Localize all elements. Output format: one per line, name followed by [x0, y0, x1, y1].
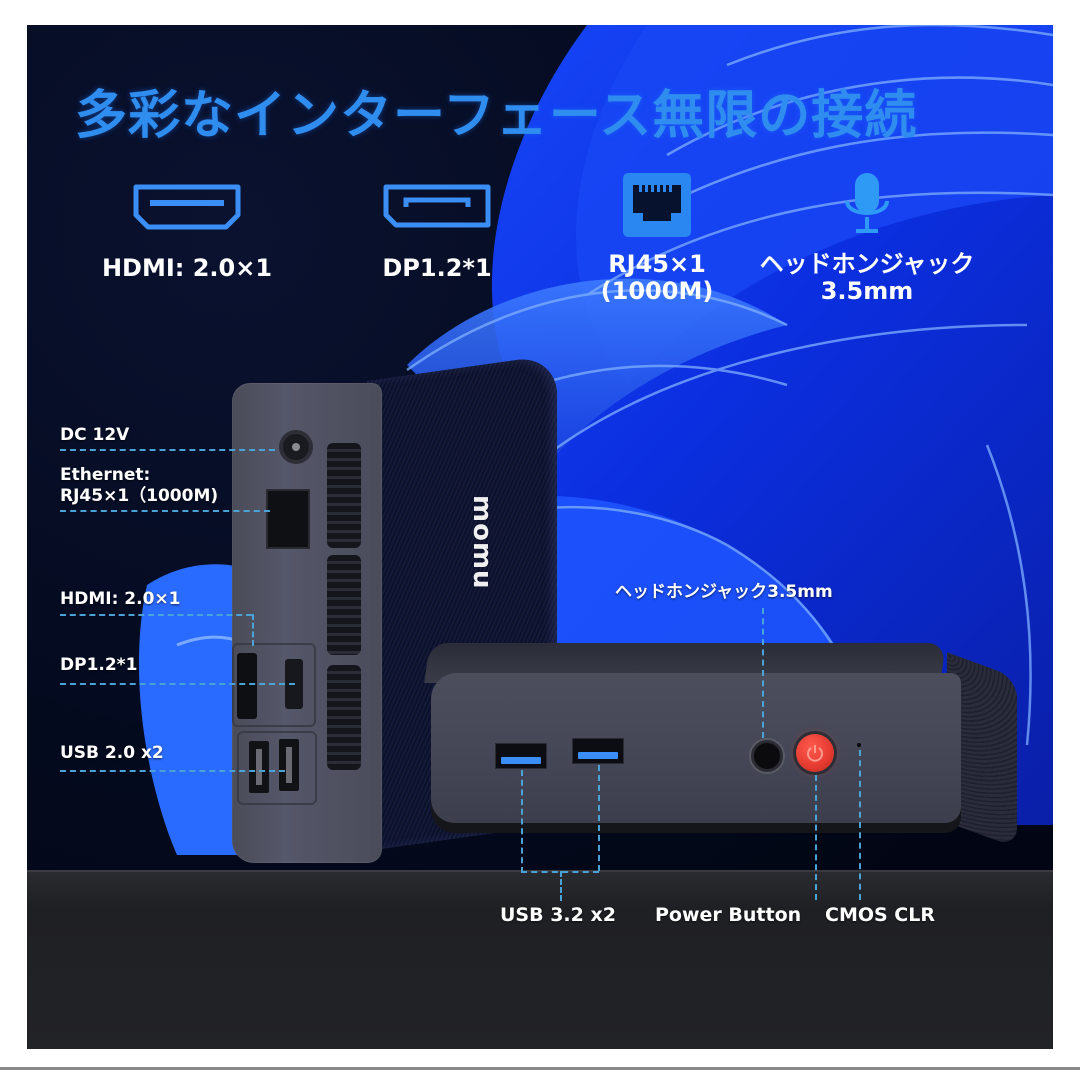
feature-headphone: ヘッドホンジャック 3.5mm — [727, 171, 1007, 305]
headphone-jack — [751, 740, 783, 772]
displayport-port — [237, 653, 257, 719]
callout-line — [598, 765, 600, 871]
callout-line — [60, 614, 252, 616]
usb3-port — [495, 743, 547, 769]
microphone-headphone-icon — [845, 173, 889, 233]
vent-grille — [327, 443, 361, 548]
callout-line — [252, 614, 254, 646]
page-title: 多彩なインターフェース無限の接続 — [75, 86, 918, 146]
callout-cmos-clear: CMOS CLR — [825, 904, 935, 926]
ethernet-rj45-icon — [623, 173, 691, 237]
callout-dc-12v: DC 12V — [60, 425, 130, 445]
hdmi-port-icon — [133, 184, 241, 230]
callout-usb3: USB 3.2 x2 — [500, 904, 616, 926]
feature-headphone-label: ヘッドホンジャック 3.5mm — [759, 250, 975, 305]
feature-rj45: RJ45×1 (1000M) — [557, 173, 757, 305]
feature-rj45-label: RJ45×1 (1000M) — [600, 250, 714, 305]
vent-grille — [327, 665, 361, 770]
brand-logo: momu — [467, 495, 497, 590]
power-button[interactable] — [796, 734, 834, 772]
callout-headphone-jack: ヘッドホンジャック3.5mm — [615, 582, 833, 602]
feature-hdmi: HDMI: 2.0×1 — [77, 183, 297, 282]
callout-line — [859, 750, 861, 900]
callout-ethernet: Ethernet: RJ45×1（1000M) — [60, 465, 219, 506]
callout-line — [762, 608, 764, 738]
callout-line — [560, 871, 562, 901]
feature-displayport: DP1.2*1 — [327, 183, 547, 282]
callout-line — [60, 770, 285, 772]
product-image: 多彩なインターフェース無限の接続 HDMI: 2.0×1 DP1.2*1 RJ4… — [27, 25, 1053, 1049]
callout-line — [60, 683, 295, 685]
cmos-clear-pinhole — [857, 743, 861, 747]
callout-usb2: USB 2.0 x2 — [60, 743, 164, 763]
power-icon — [807, 745, 823, 762]
feature-displayport-label: DP1.2*1 — [382, 254, 492, 282]
usb2-port — [249, 741, 269, 793]
usb2-port — [279, 739, 299, 791]
callout-line — [815, 775, 817, 900]
dc-power-jack — [279, 430, 313, 464]
vent-grille — [327, 555, 361, 655]
video-port-panel — [232, 643, 316, 727]
table-surface — [27, 870, 1053, 1049]
usb3-port — [572, 738, 624, 764]
usb-port-panel — [237, 731, 317, 805]
divider — [0, 1067, 1080, 1070]
ethernet-port — [266, 489, 310, 549]
callout-power-button: Power Button — [655, 904, 802, 926]
callout-displayport: DP1.2*1 — [60, 655, 138, 675]
displayport-icon — [383, 184, 491, 228]
callout-hdmi: HDMI: 2.0×1 — [60, 589, 181, 609]
callout-line — [521, 770, 523, 873]
feature-hdmi-label: HDMI: 2.0×1 — [101, 254, 273, 282]
callout-line — [60, 510, 270, 512]
callout-line — [60, 449, 275, 451]
